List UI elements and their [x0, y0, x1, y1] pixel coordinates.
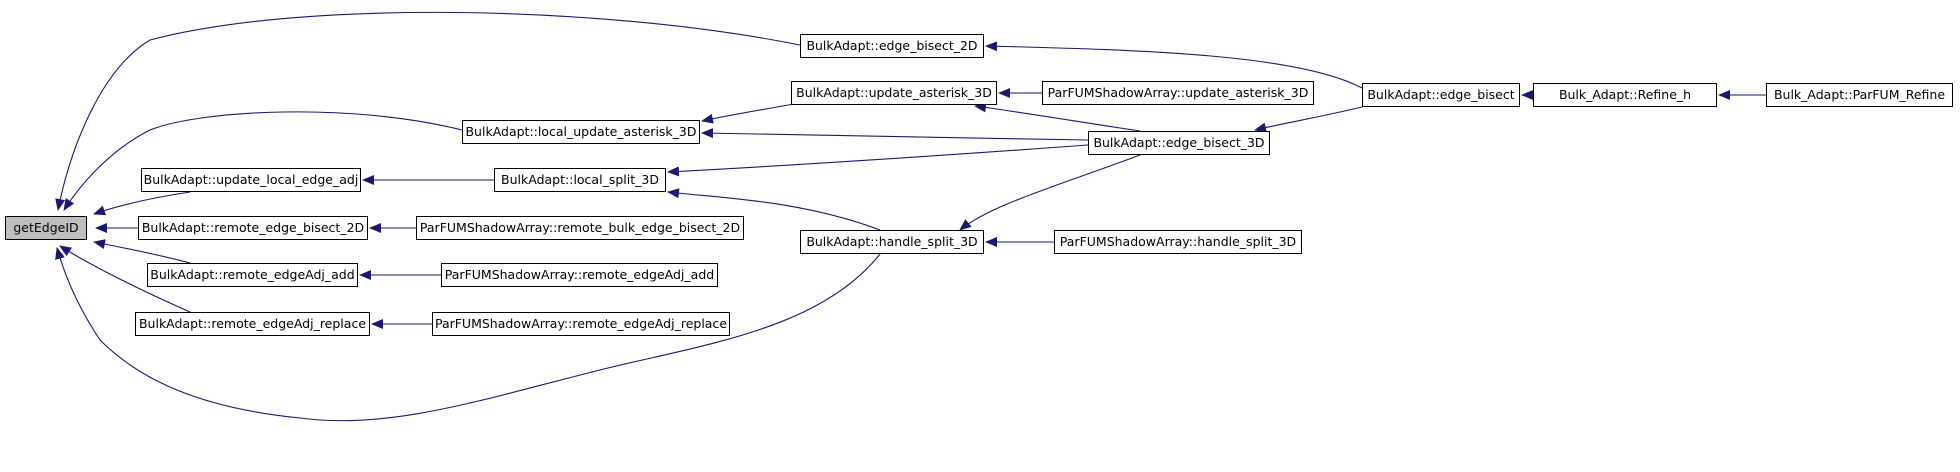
node-local-update-asterisk-3d[interactable]: BulkAdapt::local_update_asterisk_3D	[462, 120, 700, 144]
edge-handle_split_3D-to-getEdgeID	[55, 247, 881, 422]
node-shadow-remote-edgeadj-replace[interactable]: ParFUMShadowArray::remote_edgeAdj_replac…	[432, 312, 730, 336]
node-remote-edge-bisect-2d[interactable]: BulkAdapt::remote_edge_bisect_2D	[138, 216, 368, 240]
node-shadow-update-asterisk-3d[interactable]: ParFUMShadowArray::update_asterisk_3D	[1042, 81, 1314, 105]
edge-edge_bisect_3D-to-handle_split_3D	[959, 154, 1141, 231]
edge-update_local_edge_adj-to-getEdgeID	[93, 191, 191, 216]
node-local-split-3d[interactable]: BulkAdapt::local_split_3D	[494, 168, 666, 192]
edge-edge_bisect_3D-to-update_asterisk_3D	[974, 102, 1141, 132]
edge-edge_bisect_3D-to-local_split_3D	[667, 144, 1089, 177]
node-edge-bisect-3d[interactable]: BulkAdapt::edge_bisect_3D	[1088, 131, 1270, 155]
node-edge-bisect-2d[interactable]: BulkAdapt::edge_bisect_2D	[800, 34, 984, 58]
edge-handle_split_3D-to-local_split_3D	[667, 188, 881, 231]
edge-remote_edgeAdj_replace-to-getEdgeID	[59, 245, 191, 313]
node-update-asterisk-3d[interactable]: BulkAdapt::update_asterisk_3D	[791, 81, 997, 105]
node-refine-h[interactable]: Bulk_Adapt::Refine_h	[1533, 83, 1717, 107]
edge-edge_bisect_3D-to-local_update_asterisk_3D	[701, 128, 1089, 141]
node-shadow-remote-edgeadj-add[interactable]: ParFUMShadowArray::remote_edgeAdj_add	[441, 263, 718, 287]
edge-edge_bisect-to-edge_bisect_3D	[1254, 106, 1363, 133]
node-remote-edgeadj-add[interactable]: BulkAdapt::remote_edgeAdj_add	[147, 263, 358, 287]
node-shadow-remote-bulk-edge-bisect-2d[interactable]: ParFUMShadowArray::remote_bulk_edge_bise…	[416, 216, 744, 240]
node-remote-edgeadj-replace[interactable]: BulkAdapt::remote_edgeAdj_replace	[135, 312, 370, 336]
edge-local_update_asterisk_3D-to-getEdgeID	[63, 111, 463, 211]
node-edge-bisect[interactable]: BulkAdapt::edge_bisect	[1362, 83, 1520, 107]
node-shadow-handle-split-3d[interactable]: ParFUMShadowArray::handle_split_3D	[1054, 230, 1302, 254]
node-update-local-edge-adj[interactable]: BulkAdapt::update_local_edge_adj	[141, 168, 361, 192]
edge-edge_bisect-to-edge_bisect_2D	[985, 41, 1363, 89]
node-parfum-refine[interactable]: Bulk_Adapt::ParFUM_Refine	[1766, 83, 1953, 107]
edge-edge_bisect_2D-to-getEdgeID	[55, 11, 801, 211]
edge-remote_edgeAdj_add-to-getEdgeID	[93, 239, 191, 264]
edge-update_asterisk_3D-to-local_update_asterisk_3D	[701, 102, 801, 124]
node-getEdgeID: getEdgeID	[5, 216, 87, 240]
node-handle-split-3d[interactable]: BulkAdapt::handle_split_3D	[800, 230, 984, 254]
